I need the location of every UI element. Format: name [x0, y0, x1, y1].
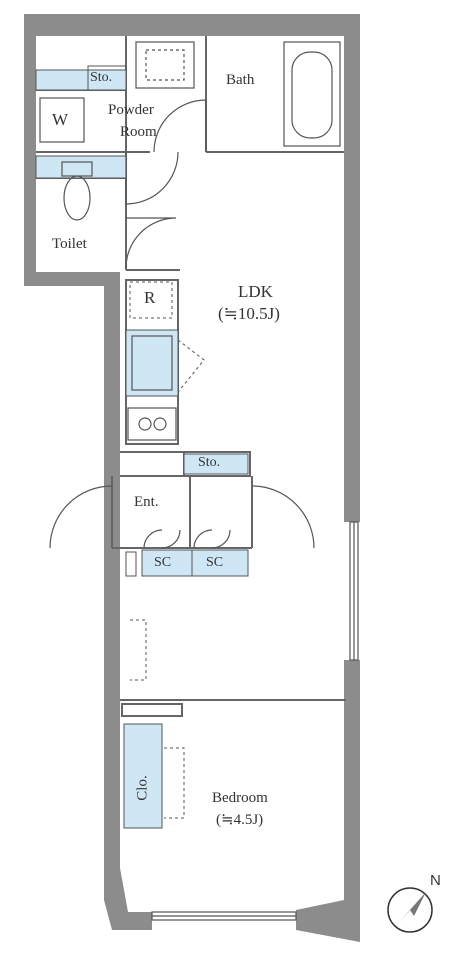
window-right: [349, 521, 359, 661]
toilet-label: Toilet: [52, 236, 87, 252]
powder-room-label-1: Powder: [108, 102, 154, 118]
sto-top-label: Sto.: [90, 70, 113, 85]
dashed-fixtures: [129, 281, 205, 819]
closet-label: Clo.: [134, 775, 151, 801]
ldk-label-2: (≒10.5J): [218, 304, 280, 323]
sto-mid-label: Sto.: [198, 455, 221, 470]
stove-icon: [127, 407, 177, 441]
fridge-label: R: [144, 288, 156, 307]
ldk-label-1: LDK: [238, 282, 273, 301]
outer-walls: [24, 14, 360, 942]
bathtub-icon: [283, 41, 341, 147]
shoe-closet-2-label: SC: [206, 555, 224, 570]
bath-label: Bath: [226, 72, 255, 88]
washer-label: W: [52, 110, 69, 129]
shoe-box: [125, 551, 137, 577]
kitchen-sink-icon: [131, 335, 173, 391]
shoe-closet-1-label: SC: [154, 555, 172, 570]
door-swings: [49, 99, 315, 549]
entrance-label: Ent.: [134, 494, 159, 510]
window-bottom: [151, 911, 297, 921]
north-arrow-icon: [387, 887, 433, 933]
bedroom-label-1: Bedroom: [212, 790, 268, 806]
storage-areas: [35, 69, 249, 829]
bedroom-label-2: (≒4.5J): [216, 812, 264, 828]
toilet-icon: [61, 161, 93, 221]
sto-top-box: [87, 65, 127, 91]
washbasin-icon: [135, 41, 195, 89]
washer-icon: [39, 97, 85, 143]
inner-walls: [36, 36, 346, 717]
compass-north-label: N: [430, 872, 441, 889]
powder-room-label-2: Room: [120, 124, 157, 140]
